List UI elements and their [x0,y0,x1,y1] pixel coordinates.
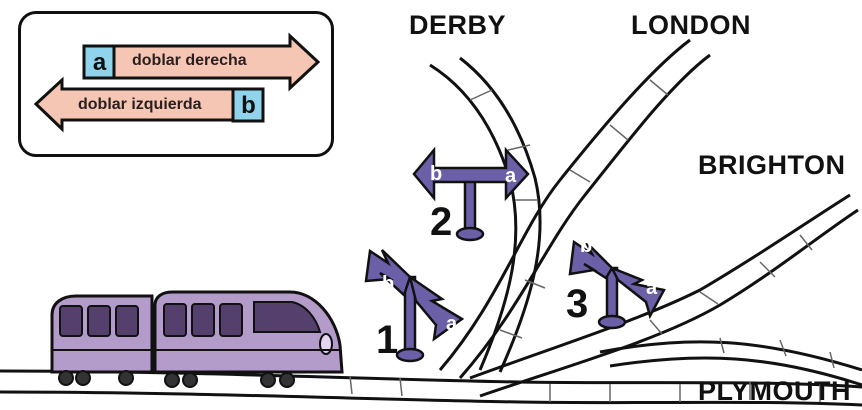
track-london [438,38,711,379]
switch-1-left-letter: b [382,273,394,295]
legend-key-a: a [92,49,107,76]
switch-1-left-arrow [364,248,412,298]
turn-right-arrow [111,32,321,92]
switch-3-right-letter: a [646,277,658,299]
destination-london: LONDON [631,10,751,40]
switch-2-right-letter: a [505,165,517,187]
switch-1[interactable] [364,248,465,363]
train-car-front [153,290,344,374]
switch-2-left-letter: b [430,163,442,185]
turn-left-arrow [33,76,236,133]
train-car-rear [50,294,154,374]
switch-3-right-arrow [609,265,666,320]
switch-1-right-arrow [407,274,465,342]
key-b-box [231,87,265,123]
track-brighton [469,193,859,398]
switch-3[interactable] [568,239,666,330]
switch-3-left-letter: b [580,235,592,257]
legend-label-right: doblar derecha [132,52,247,69]
switch-1-right-letter: a [446,313,458,335]
switch-2-number: 2 [430,200,453,244]
switch-2-arrow [412,146,530,202]
train [50,290,344,388]
destination-brighton: BRIGHTON [698,150,846,180]
switch-3-number: 3 [566,282,589,326]
track-switch3-lower [599,340,862,387]
legend-label-left: doblar izquierda [78,96,202,113]
train-wheels [58,370,295,388]
switch-1-number: 1 [376,318,399,362]
key-a-box [82,44,116,80]
destination-plymouth: PLYMOUTH [698,376,852,406]
track-ties [349,79,835,402]
switch-3-left-arrow [568,239,614,280]
destination-derby: DERBY [409,10,507,40]
switch-2[interactable] [412,146,530,242]
legend-panel [18,11,334,157]
legend-key-b: b [241,92,256,119]
